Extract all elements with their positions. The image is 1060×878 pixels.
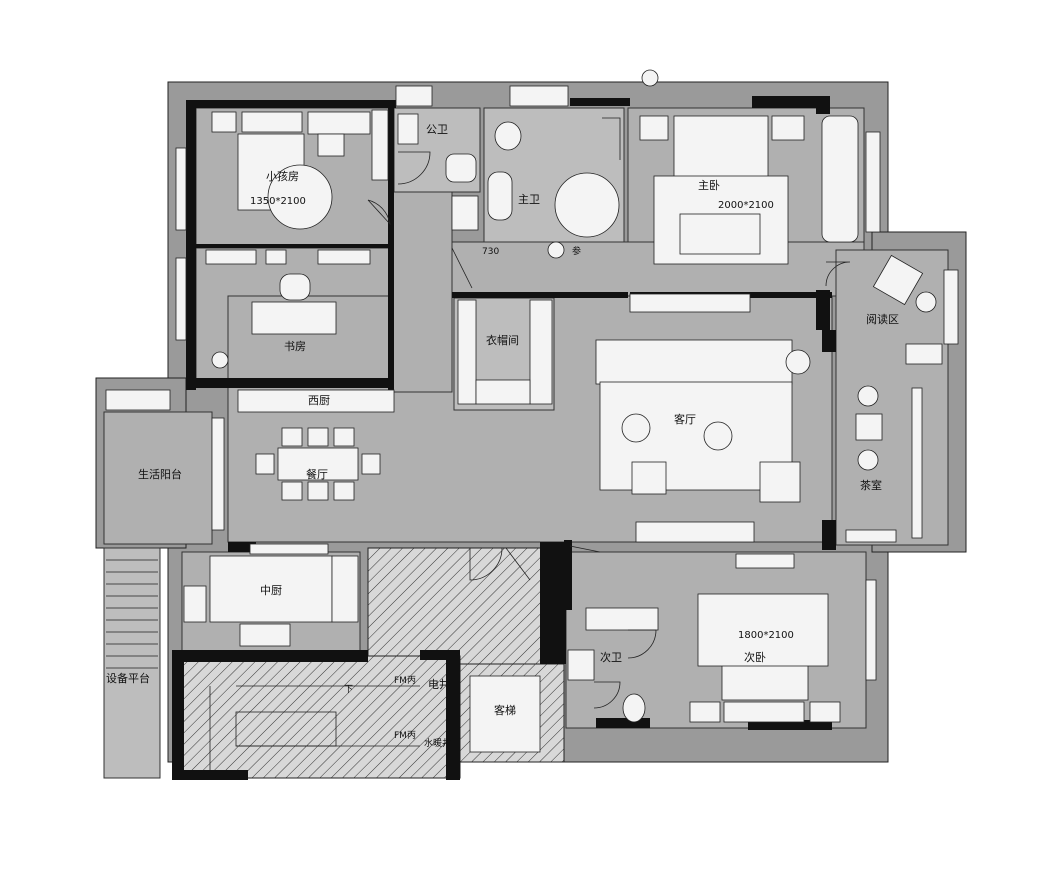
round-bathtub [554, 172, 620, 238]
label-kids-room: 小孩房 [266, 170, 299, 183]
label-marker: 参 [572, 245, 581, 257]
label-reading-area: 阅读区 [866, 312, 899, 326]
label-elevator: 客梯 [494, 703, 516, 717]
label-second-bath: 次卫 [600, 650, 622, 664]
corridor-floor [391, 191, 453, 393]
label-master-bath: 主卫 [518, 193, 540, 206]
label-tea-room: 茶室 [860, 478, 882, 492]
label-public-bath: 公卫 [426, 123, 448, 136]
label-master-bedroom: 主卧 [698, 179, 720, 192]
service-balcony-floor [103, 411, 213, 545]
label-western-kitchen: 西厨 [308, 394, 330, 407]
section-marker-bath [547, 241, 565, 259]
label-cloakroom: 衣帽间 [486, 333, 519, 347]
label-chinese-kitchen: 中厨 [260, 584, 282, 597]
stair-hatch [173, 655, 461, 779]
western-kitchen-counter [237, 389, 395, 413]
doors [367, 117, 851, 709]
label-study: 书房 [284, 340, 306, 353]
entry-lobby-hatch [367, 547, 559, 665]
label-elevator-shaft: 电井 [428, 677, 450, 691]
label-kids-bed-size: 1350*2100 [250, 196, 306, 207]
label-master-bed-size: 2000*2100 [718, 200, 774, 211]
label-fm-a: FM丙 [394, 675, 416, 686]
labels: 小孩房 1350*2100 公卫 主卫 主卧 2000*2100 书房 衣帽间 … [106, 123, 899, 749]
dining-table [277, 447, 359, 481]
label-hydrant: 水暖井 [424, 737, 451, 749]
section-markers [547, 69, 659, 259]
study-desk [251, 301, 337, 335]
walls [172, 96, 836, 780]
label-living: 客厅 [674, 412, 696, 426]
equipment-floor [103, 547, 161, 779]
windows [175, 85, 959, 681]
section-marker-top [641, 69, 659, 87]
label-service-balcony: 生活阳台 [138, 467, 182, 481]
label-down: 下 [344, 685, 353, 695]
kids-round-rug [267, 164, 333, 230]
label-second-bed-size: 1800*2100 [738, 630, 794, 641]
label-equipment-platform: 设备平台 [106, 671, 150, 685]
label-dining: 餐厅 [306, 467, 328, 481]
furniture [105, 109, 943, 770]
label-fm-b: FM丙 [394, 730, 416, 741]
sofa [595, 339, 793, 385]
label-second-bedroom: 次卧 [744, 650, 766, 664]
label-dim-bath: 730 [482, 247, 499, 257]
